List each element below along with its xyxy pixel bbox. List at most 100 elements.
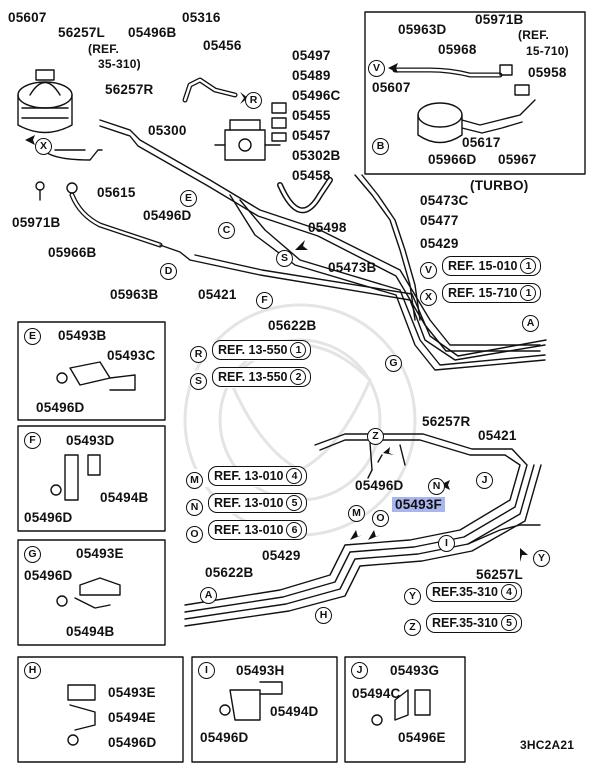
part-label: 05493D [66,433,115,448]
callout-h: H [315,607,332,624]
callout-a-top: A [522,315,539,332]
part-label: 05473B [328,260,377,275]
diagram-code: 3HC2A21 [520,738,575,752]
part-label: 05473C [420,193,469,208]
part-label: 05496D [24,510,73,525]
part-label: 05607 [8,10,47,25]
part-label: 05622B [268,318,317,333]
part-label: 05457 [292,128,331,143]
detail-box-e [17,321,166,421]
part-label: 05498 [308,220,347,235]
part-label: 05456 [203,38,242,53]
part-label: 05622B [205,565,254,580]
callout-y: Y [533,550,550,567]
arrow-s [295,240,308,250]
part-label: 05958 [528,65,567,80]
part-label: 05496D [200,730,249,745]
part-label: 56257R [105,82,154,97]
part-label: 05458 [292,168,331,183]
part-label: 05497 [292,48,331,63]
callout-i: I [438,535,455,552]
turbo-label: (TURBO) [470,178,529,193]
part-label: 05963B [110,287,159,302]
part-label: 05493E [108,685,156,700]
pressure-switch-assembly [214,102,287,161]
arrow-r [240,92,248,104]
part-label: 05496C [292,88,341,103]
part-label: 05429 [420,236,459,251]
part-label: 56257R [422,414,471,429]
callout-f: F [256,292,273,309]
callout-m: M [348,505,365,522]
part-label: 05971B [12,215,61,230]
ref-note: (REF. [518,28,549,42]
part-label: 05496D [143,208,192,223]
callout-e: E [180,190,197,207]
part-label: 05493G [390,663,440,678]
detail-letter-f: F [24,432,41,449]
detail-box-h [17,656,184,763]
part-label: 05493H [236,663,285,678]
callout-c: C [218,222,235,239]
part-label: 05477 [420,213,459,228]
part-label: 05496D [36,400,85,415]
line-56257l [467,524,541,545]
part-label: 05617 [462,135,501,150]
part-label: 05615 [97,185,136,200]
callout-b: B [372,138,389,155]
turbo-reservoir [417,102,463,128]
part-label: 05607 [372,80,411,95]
hose-05458 [277,177,333,214]
part-label: 05493B [58,328,107,343]
callout-g: G [385,355,402,372]
part-label: 05421 [478,428,517,443]
part-label: 05489 [292,68,331,83]
callout-x: X [35,138,52,155]
part-label: 05966B [48,245,97,260]
arrow-m [350,530,362,540]
part-label: 56257L [476,567,523,582]
part-label: 05494B [66,624,115,639]
part-label: 05496D [24,568,73,583]
detail-box-j [344,656,466,763]
detail-letter-e: E [24,328,41,345]
callout-s: S [276,250,293,267]
arrow-n [440,480,450,490]
part-label: 05496E [398,730,446,745]
line-bundle-a [189,259,546,361]
line-bundle-lower [184,439,521,606]
ref-note: (REF. [88,42,119,56]
part-label: 05967 [498,152,537,167]
pipe-top [99,119,541,346]
callout-a-bottom: A [200,587,217,604]
arrow-y [520,548,528,562]
part-label: 05494B [100,490,149,505]
part-label: 56257L [58,25,105,40]
part-label: 05494D [270,704,319,719]
part-label: 05968 [438,42,477,57]
part-label: 05963D [398,22,447,37]
turbo-inset-box [364,11,586,175]
detail-letter-g: G [24,546,41,563]
callout-j: J [476,472,493,489]
part-label-highlighted: 05493F [392,497,445,512]
part-label: 05496B [128,25,177,40]
callout-z: Z [367,428,384,445]
part-label: 05300 [148,123,187,138]
part-label: 05971B [475,12,524,27]
callout-d: D [160,263,177,280]
arrow-x [25,135,35,145]
callout-o: O [372,510,389,527]
part-label: 05496D [355,478,404,493]
arrow-v [388,63,398,73]
detail-letter-h: H [24,662,41,679]
arrow-z [383,447,394,455]
part-label: 05421 [198,287,237,302]
callout-v: V [368,60,385,77]
